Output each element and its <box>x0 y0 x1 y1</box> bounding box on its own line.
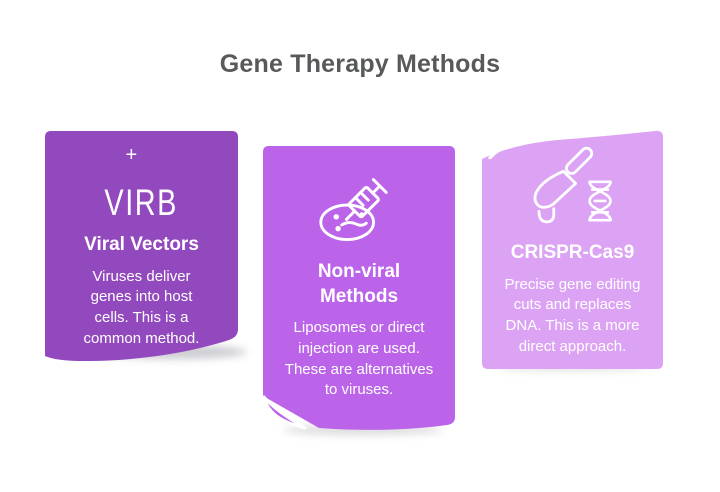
card-crispr-cas9: CRISPR-Cas9 Precise gene editing cuts an… <box>482 130 663 371</box>
scalpel-dna-icon <box>533 146 612 224</box>
card-shape-curl-bottom-right <box>45 131 247 362</box>
virb-text: VIRB <box>104 182 179 223</box>
page-title: Gene Therapy Methods <box>219 50 501 78</box>
card-viral-vectors: + VIRB Viral Vectors Viruses deliver gen… <box>45 131 247 363</box>
card-description: Viruses deliver genes into host cells. T… <box>83 267 200 347</box>
card-title: Non-viral Methods <box>317 261 401 307</box>
card-description: Liposomes or direct injection are used. … <box>284 319 434 399</box>
plus-glyph: + <box>125 144 138 166</box>
card-non-viral-methods: Non-viral Methods Liposomes or direct in… <box>262 146 455 435</box>
card-title: Viral Vectors <box>84 234 199 255</box>
card-shape-fold-bottom-left <box>262 146 455 435</box>
virus-virb-icon: + VIRB <box>94 145 188 223</box>
card-title: CRISPR-Cas9 <box>510 242 635 263</box>
card-shape-curl-top-left <box>482 130 663 371</box>
card-description: Precise gene editing cuts and replaces D… <box>504 275 641 355</box>
syringe-petri-dish-icon <box>319 178 388 241</box>
